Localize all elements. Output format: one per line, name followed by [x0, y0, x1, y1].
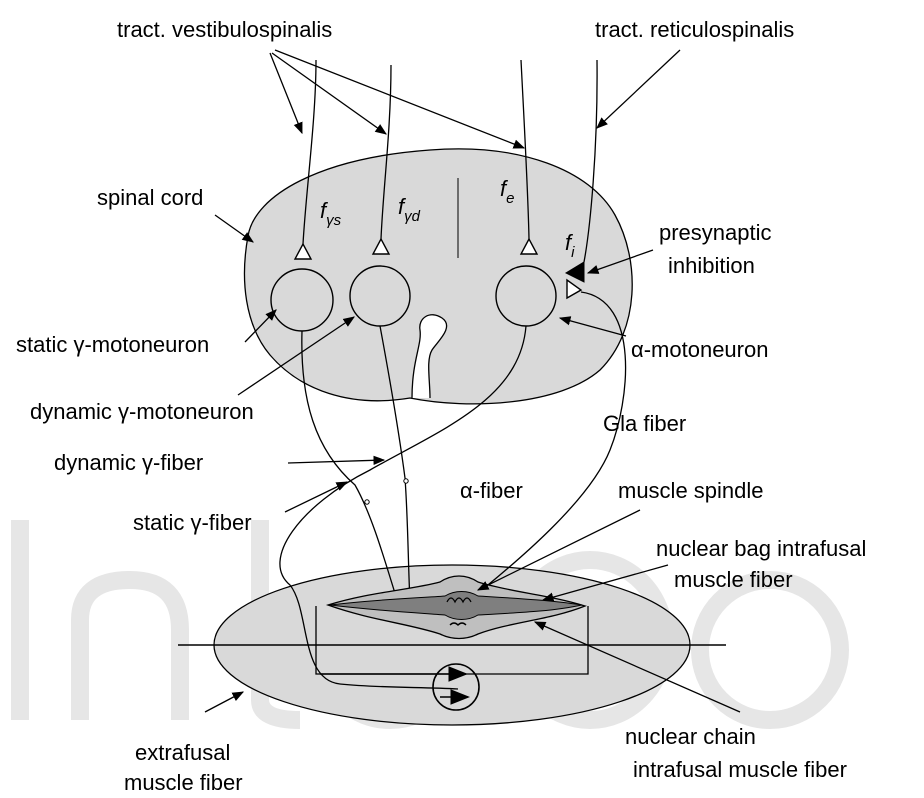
label-tract-reticulospinalis: tract. reticulospinalis	[595, 17, 794, 42]
label-dynamic-gamma-fiber: dynamic γ-fiber	[54, 450, 203, 475]
label-gla-fiber: Gla fiber	[603, 411, 686, 436]
label-nuclear-chain-2: intrafusal muscle fiber	[633, 757, 847, 782]
static-gamma-motoneuron-soma	[271, 269, 333, 331]
label-nuclear-bag-1: nuclear bag intrafusal	[656, 536, 866, 561]
label-inhibition: inhibition	[668, 253, 755, 278]
dynamic-gamma-motoneuron-soma	[350, 266, 410, 326]
label-alpha-motoneuron: α-motoneuron	[631, 337, 768, 362]
label-static-gamma-fiber: static γ-fiber	[133, 510, 252, 535]
label-tract-vestibulospinalis: tract. vestibulospinalis	[117, 17, 332, 42]
label-static-gamma-motoneuron: static γ-motoneuron	[16, 332, 209, 357]
label-muscle-spindle: muscle spindle	[618, 478, 764, 503]
label-spinal-cord: spinal cord	[97, 185, 203, 210]
label-presynaptic: presynaptic	[659, 220, 772, 245]
fiber-node-1	[365, 500, 369, 504]
fiber-node-2	[404, 479, 408, 483]
label-extrafusal-1: extrafusal	[135, 740, 230, 765]
label-nuclear-chain-1: nuclear chain	[625, 724, 756, 749]
label-extrafusal-2: muscle fiber	[124, 770, 243, 795]
alpha-motoneuron-soma	[496, 266, 556, 326]
label-alpha-fiber: α-fiber	[460, 478, 523, 503]
label-dynamic-gamma-motoneuron: dynamic γ-motoneuron	[30, 399, 254, 424]
label-nuclear-bag-2: muscle fiber	[674, 567, 793, 592]
